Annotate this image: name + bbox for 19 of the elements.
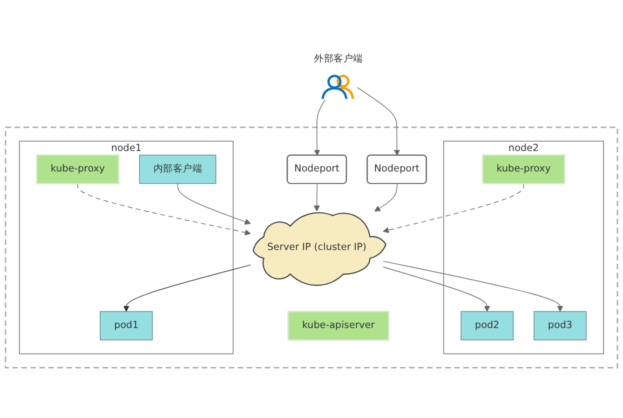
cluster [4,126,618,368]
arrow [177,183,251,225]
node-box [100,311,153,340]
node-box [482,154,566,184]
arrow [374,184,398,212]
arrow [382,260,564,312]
arrow [123,264,251,312]
node-box [534,311,587,340]
arrow [77,183,251,236]
arrow [382,183,524,234]
arrow [314,184,320,212]
cluster [443,140,604,354]
node-box [460,311,514,340]
node-box [139,154,216,184]
node-box [36,154,120,184]
cluster [19,140,234,354]
arrow [314,100,326,156]
arrow [356,87,400,156]
arrow [382,266,490,312]
